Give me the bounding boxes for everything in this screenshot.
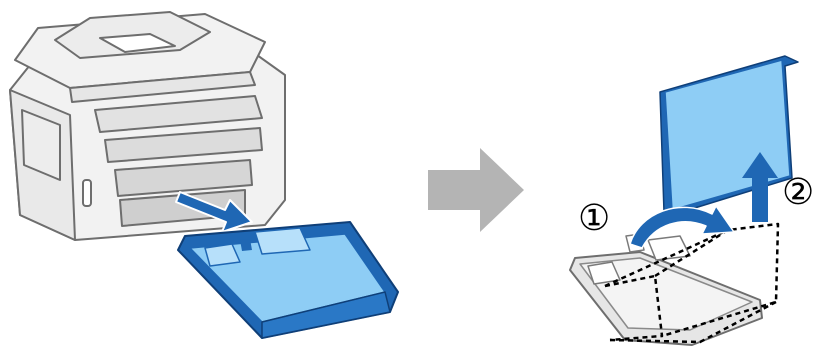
printer-icon — [9, 11, 286, 241]
cassette-cover-icon — [659, 55, 799, 216]
paper-cassette-icon — [177, 221, 399, 339]
up-arrow-icon — [742, 152, 778, 222]
gray-right-arrow-icon — [428, 148, 524, 232]
curved-flip-arrow-icon — [629, 205, 735, 249]
step-2-label: ② — [782, 172, 814, 213]
pull-out-arrow-icon — [175, 191, 253, 233]
step-1-label: ① — [578, 198, 610, 239]
cassette-tray-icon — [569, 233, 763, 346]
cover-position-outline — [604, 222, 780, 344]
